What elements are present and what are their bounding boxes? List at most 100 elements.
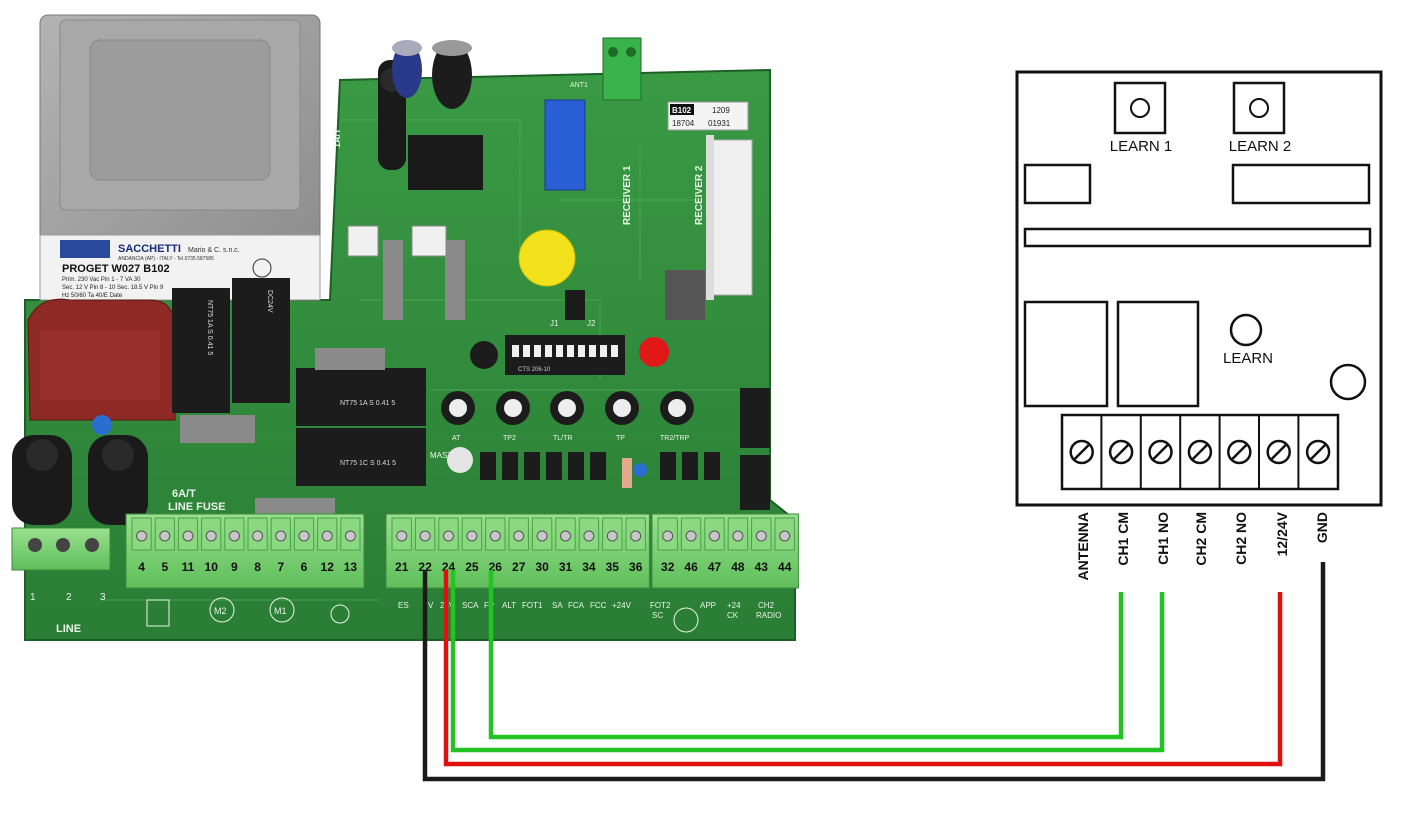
- terminal-screw-icon: [159, 530, 171, 542]
- bottom-silk-label: +24: [727, 601, 741, 610]
- controller-board: SACCHETTI Mario & C. s.n.c. ANDANCIA (AP…: [11, 14, 799, 641]
- terminal-screw-icon: [275, 530, 287, 542]
- terminal-number: 13: [344, 560, 358, 574]
- spec-2: Sec. 12 V Pin 8 - 10 Sec. 18.5 V Pin 9: [62, 285, 164, 291]
- bottom-silk-label: SA: [552, 601, 563, 610]
- bottom-silk-label: +24V: [612, 601, 632, 610]
- regulator: [665, 270, 705, 320]
- learn1-button[interactable]: [1113, 81, 1167, 135]
- power-num-2: 2: [66, 592, 72, 603]
- terminal-screw-icon: [779, 530, 791, 542]
- receiver-strip: [1023, 227, 1372, 248]
- terminal-number: 34: [582, 560, 596, 574]
- bottom-silk-sublabel: CK: [727, 611, 739, 620]
- receiver-terminal-block: [1060, 413, 1340, 491]
- terminal-screw-icon: [560, 530, 571, 542]
- terminal-screw-icon: [443, 530, 454, 542]
- brand-addr: ANDANCIA (AP) - ITALY - Tel.0735.587585: [118, 256, 214, 262]
- receiver-terminal-screw-icon: [1305, 439, 1331, 465]
- receiver-pin-label: CH2 NO: [1233, 512, 1249, 565]
- grey-component-5: [255, 498, 335, 518]
- terminal-screw-icon: [136, 530, 148, 542]
- receiver-terminal-screw-icon: [1108, 439, 1134, 465]
- terminal-number: 4: [138, 560, 145, 574]
- grey-component-2: [315, 348, 385, 370]
- receiver-terminal-screw-icon: [1227, 439, 1252, 465]
- resistor: [622, 458, 632, 488]
- relay-1: [172, 288, 230, 413]
- receiver-terminal-screw-icon: [1266, 439, 1291, 465]
- fuse-silk-1: 6A/T: [172, 488, 196, 500]
- terminal-screw-icon: [396, 530, 408, 542]
- terminal-number: 35: [606, 560, 620, 574]
- mast-silk: MAST: [430, 451, 452, 460]
- transformer: SACCHETTI Mario & C. s.n.c. ANDANCIA (AP…: [39, 14, 321, 301]
- j1-silk: J1: [550, 319, 559, 328]
- terminal-screw-icon: [228, 530, 240, 542]
- terminal-screw-icon: [662, 530, 674, 542]
- bottom-silk-label: FOT2: [650, 601, 671, 610]
- terminal-number: 21: [395, 560, 409, 574]
- motor-symbols: M2 M1: [146, 597, 699, 633]
- bottom-silk-label: CH2: [758, 601, 775, 610]
- receiver1-silk: RECEIVER 1: [622, 165, 633, 225]
- dip-label: CTS 206-10: [518, 367, 551, 373]
- grey-component-1: [180, 415, 255, 443]
- receiver2-silk: RECEIVER 2: [694, 165, 705, 225]
- sticker-b102: B102: [672, 106, 692, 115]
- terminal-screw-icon: [583, 530, 595, 542]
- trim-label-5: TR2/TRP: [660, 435, 690, 442]
- terminal-screw-icon: [182, 530, 194, 542]
- learn2-button[interactable]: [1232, 81, 1286, 135]
- terminal-number: 47: [708, 560, 722, 574]
- blue-capacitor: [92, 415, 112, 435]
- terminal-screw-icon: [536, 530, 548, 542]
- white-led: [447, 447, 473, 473]
- sticker-18704: 18704: [672, 119, 695, 128]
- terminal-screw-icon: [321, 530, 333, 542]
- terminal-screw-icon: [489, 530, 501, 542]
- terminal-screw-icon: [252, 530, 264, 542]
- terminal-screw-icon: [685, 530, 697, 542]
- ant-silk: ANT1: [570, 82, 588, 89]
- terminal-number: 10: [205, 560, 219, 574]
- fuse-silk-2: LINE FUSE: [168, 501, 225, 513]
- receiver-pin-label: GND: [1314, 512, 1330, 543]
- relay-3-text: NT75 1A S 0.41 5: [340, 400, 395, 407]
- grey-component-3: [383, 240, 403, 320]
- relay-5: [740, 388, 770, 448]
- relay-1-text: NT75 1A S 0.41 5: [206, 300, 213, 355]
- terminal-screw-icon: [732, 530, 744, 542]
- learn-label: LEARN: [1223, 350, 1273, 367]
- terminal-number: 48: [731, 560, 745, 574]
- bottom-silk-label: V: [428, 601, 434, 610]
- terminal-number: 43: [755, 560, 769, 574]
- trim-label-4: TP: [616, 435, 625, 442]
- terminal-number: 12: [321, 560, 335, 574]
- bottom-silk-label: FCA: [568, 601, 585, 610]
- receiver-relay-2: [1116, 300, 1200, 408]
- terminal-number: 8: [254, 560, 261, 574]
- terminal-number: 32: [661, 560, 675, 574]
- receiver-component-2: [1231, 163, 1371, 205]
- trim-label-3: TL/TR: [553, 435, 572, 442]
- sticker-1209: 1209: [712, 106, 730, 115]
- terminal-number: 6: [301, 560, 308, 574]
- wire-ch1-cm: [488, 570, 1124, 740]
- relay-4: [296, 428, 426, 486]
- terminal-number: 9: [231, 560, 238, 574]
- line-silk: LINE: [56, 623, 81, 635]
- bottom-silk-sublabel: SC: [652, 611, 663, 620]
- power-num-3: 3: [100, 592, 106, 603]
- terminal-number: 22: [418, 560, 432, 574]
- bottom-silk-label: ALT: [502, 601, 516, 610]
- receiver-component-1: [1023, 163, 1092, 205]
- terminal-screw-icon: [755, 530, 767, 542]
- transformer-small: [408, 135, 483, 190]
- trimmers: [441, 391, 694, 425]
- terminal-number: 31: [559, 560, 573, 574]
- brand-text: SACCHETTI: [118, 243, 181, 255]
- terminal-number: 25: [465, 560, 479, 574]
